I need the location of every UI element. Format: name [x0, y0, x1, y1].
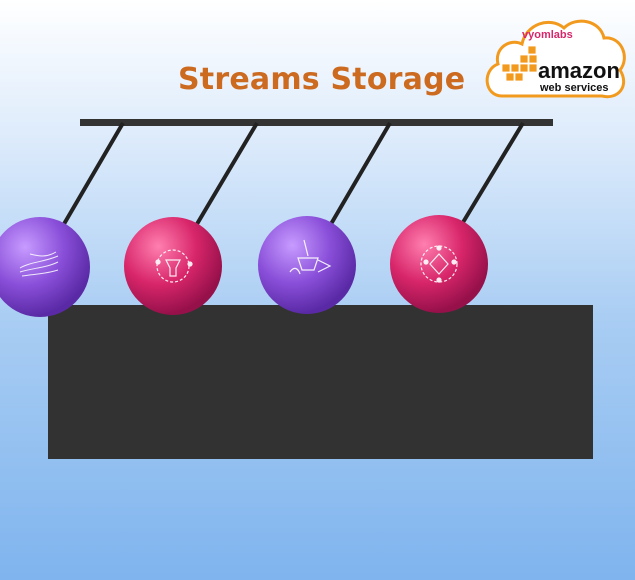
top-bar — [80, 119, 553, 126]
string — [195, 121, 259, 226]
ball-3 — [258, 216, 356, 314]
string — [62, 121, 125, 226]
string — [329, 121, 392, 226]
web-services-text: web services — [539, 82, 609, 94]
ball-4 — [390, 215, 488, 313]
base-block — [48, 305, 593, 459]
page-title: Streams Storage — [178, 62, 466, 97]
stream-flow-icon — [19, 251, 59, 277]
broom-cleanup-icon — [289, 239, 332, 275]
aws-cubes-icon — [501, 45, 538, 82]
string — [460, 121, 525, 226]
network-node-icon — [420, 245, 458, 283]
ball-1 — [0, 217, 90, 317]
vyomlabs-aws-logo: vyomlabs amazon web services — [485, 19, 626, 99]
strings — [62, 121, 525, 226]
brand-text: vyomlabs — [522, 29, 573, 41]
amazon-text: amazon — [538, 58, 620, 83]
kinesis-shard-icon — [155, 249, 193, 283]
ball-2 — [124, 217, 222, 315]
